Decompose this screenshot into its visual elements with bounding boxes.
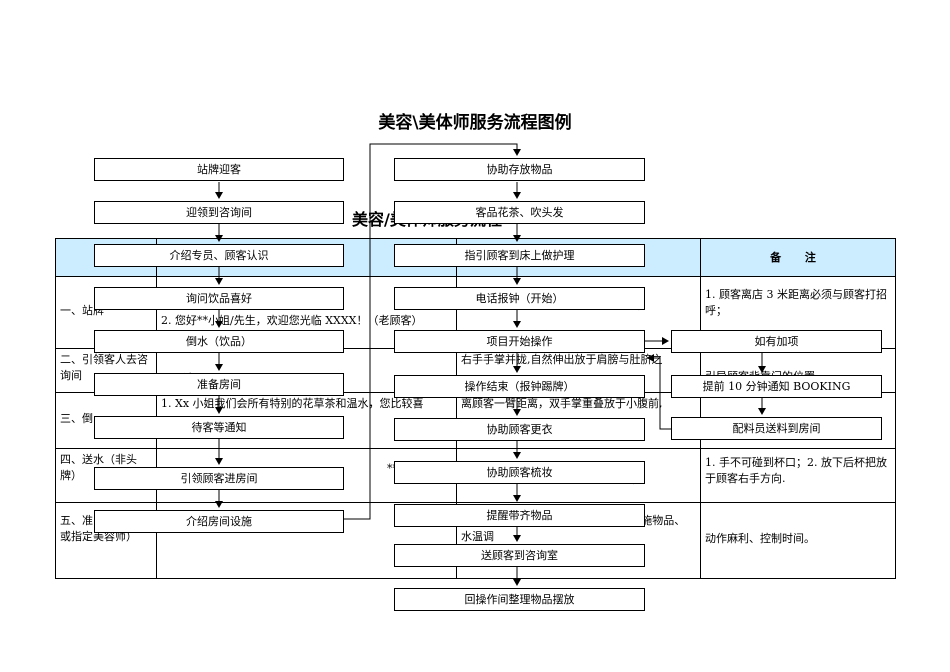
step-ask-drink-preference: 询问饮品喜好 [94,287,344,310]
step-introduce-specialist: 介绍专员、顾客认识 [94,244,344,267]
step-lead-to-consult-room: 迎领到咨询间 [94,201,344,224]
step-tea-and-hair-dry: 客品花茶、吹头发 [394,201,645,224]
step-deliver-materials: 配料员送料到房间 [671,417,882,440]
step-store-belongings: 协助存放物品 [394,158,645,181]
page-title: 美容\美体师服务流程图例 [378,113,572,133]
note-cell: 1. 手不可碰到杯口；2. 放下后杯把放于顾客右手方向. [700,448,896,503]
step-help-groom: 协助顾客梳妆 [394,461,645,484]
step-pour-drink: 倒水（饮品） [94,330,344,353]
step-tidy-room: 回操作间整理物品摆放 [394,588,645,611]
step-guide-to-bed: 指引顾客到床上做护理 [394,244,645,267]
step-start-treatment: 项目开始操作 [394,330,645,353]
header-note: 备 注 [700,238,896,277]
step-introduce-facilities: 介绍房间设施 [94,510,344,533]
step-prepare-room: 准备房间 [94,373,344,396]
step-see-to-consult-room: 送顾客到咨询室 [394,544,645,567]
arrow [647,354,671,430]
arrow [344,143,521,520]
step-call-start: 电话报钟（开始） [394,287,645,310]
step-notify-booking: 提前 10 分钟通知 BOOKING [671,375,882,398]
step-greet-at-door: 站牌迎客 [94,158,344,181]
step-help-change-clothes: 协助顾客更衣 [394,418,645,441]
step-wait-for-notice: 待客等通知 [94,416,344,439]
step-remind-belongings: 提醒带齐物品 [394,504,645,527]
step-add-on-item: 如有加项 [671,330,882,353]
step-end-treatment: 操作结束（报钟踢牌） [394,375,645,398]
step-lead-into-room: 引领顾客进房间 [94,467,344,490]
note-cell: 动作麻利、控制时间。 [700,502,896,579]
